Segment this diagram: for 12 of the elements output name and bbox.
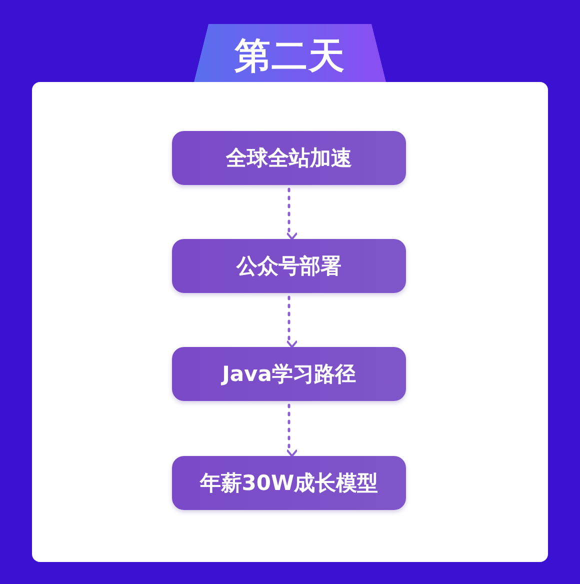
box-label: Java学习路径 (222, 361, 356, 388)
process-box (172, 239, 406, 293)
process-box (172, 347, 406, 401)
box-label: 公众号部署 (236, 253, 342, 280)
process-box (172, 456, 406, 510)
box-label: 年薪30W成长模型 (200, 470, 378, 497)
arrow (286, 188, 298, 240)
title: 第二天 (234, 35, 346, 79)
process-box (172, 131, 406, 185)
box-label: 全球全站加速 (226, 145, 352, 172)
arrow (286, 404, 298, 457)
arrow (286, 296, 298, 348)
